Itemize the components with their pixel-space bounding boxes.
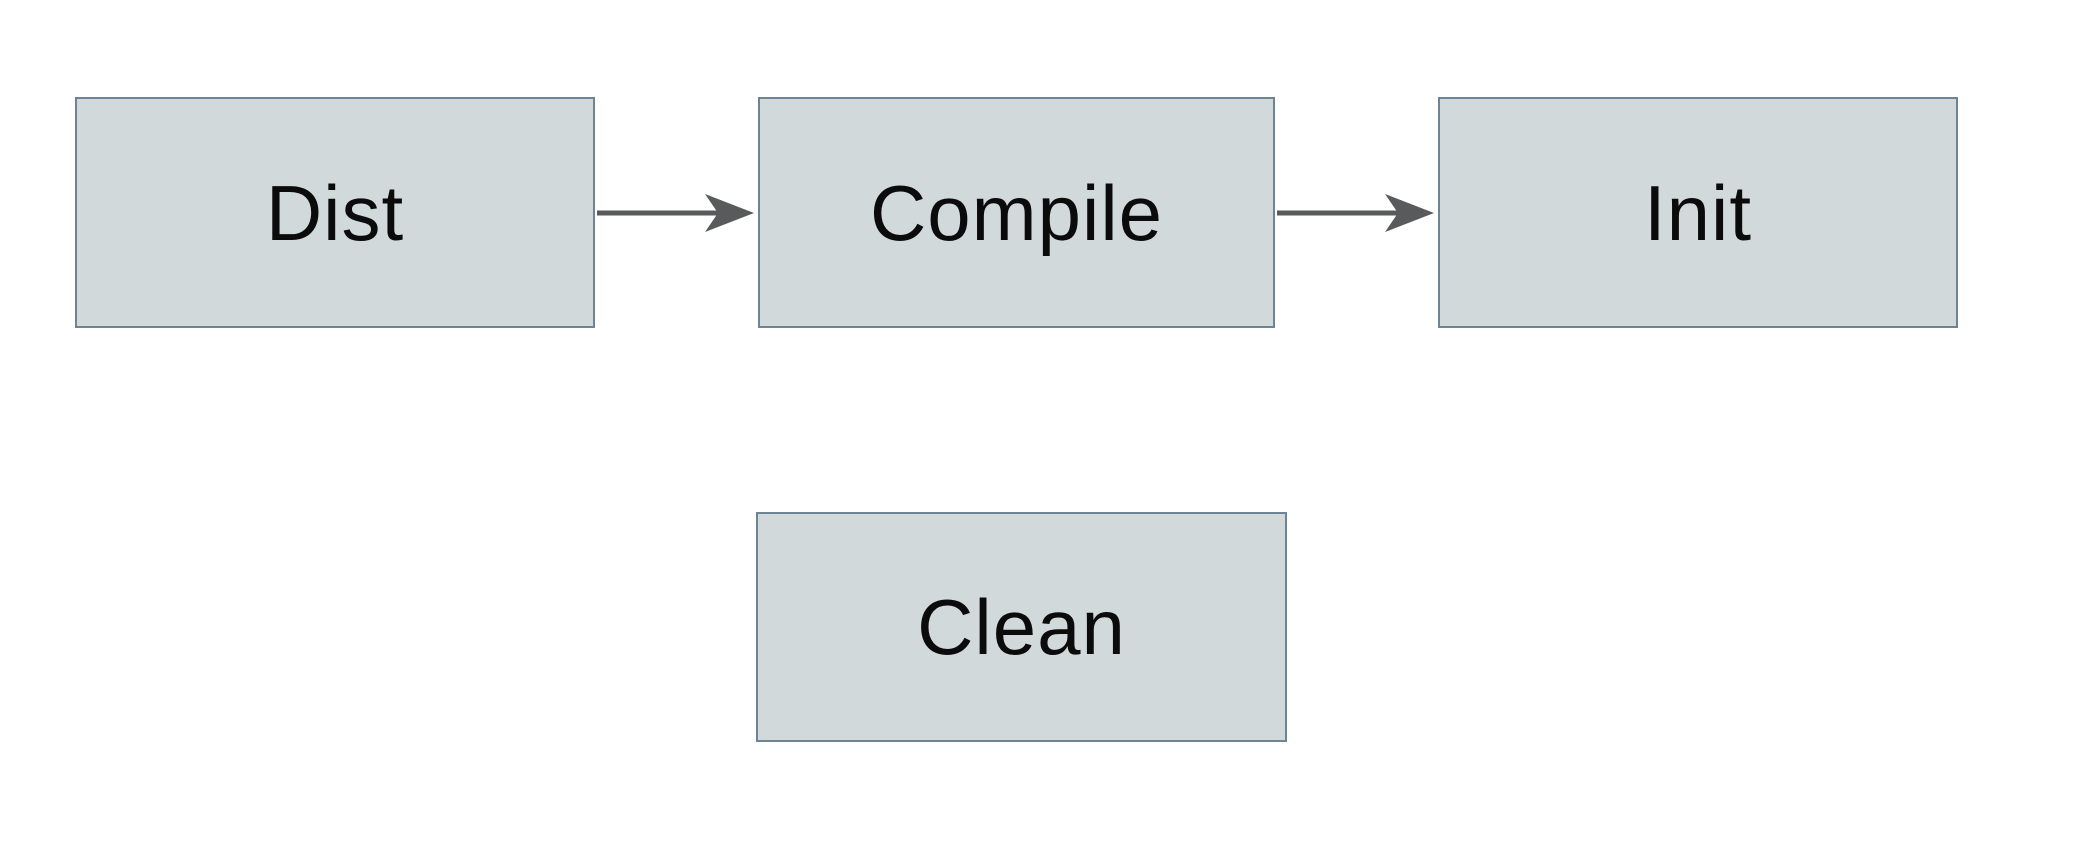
node-init-label: Init [1643, 168, 1753, 257]
arrow-dist-to-compile-icon [597, 194, 754, 232]
node-dist: Dist [75, 97, 595, 328]
arrow-compile-to-init-icon [1277, 194, 1434, 232]
node-compile-label: Compile [869, 168, 1164, 257]
node-clean: Clean [756, 512, 1287, 742]
node-clean-label: Clean [917, 583, 1126, 671]
node-dist-label: Dist [265, 168, 405, 257]
node-init: Init [1438, 97, 1958, 328]
node-compile: Compile [758, 97, 1275, 328]
